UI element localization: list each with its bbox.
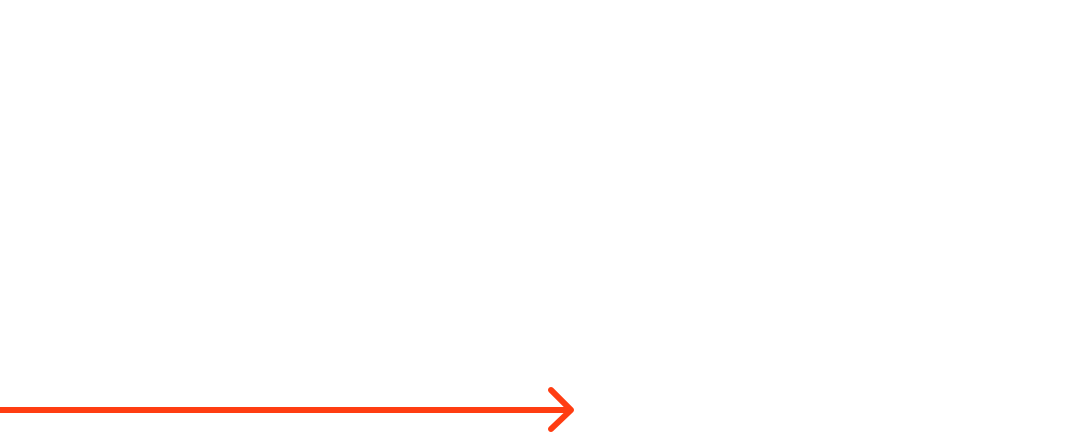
arrow-head: [548, 387, 574, 432]
arrow-right-icon[interactable]: [0, 380, 600, 433]
